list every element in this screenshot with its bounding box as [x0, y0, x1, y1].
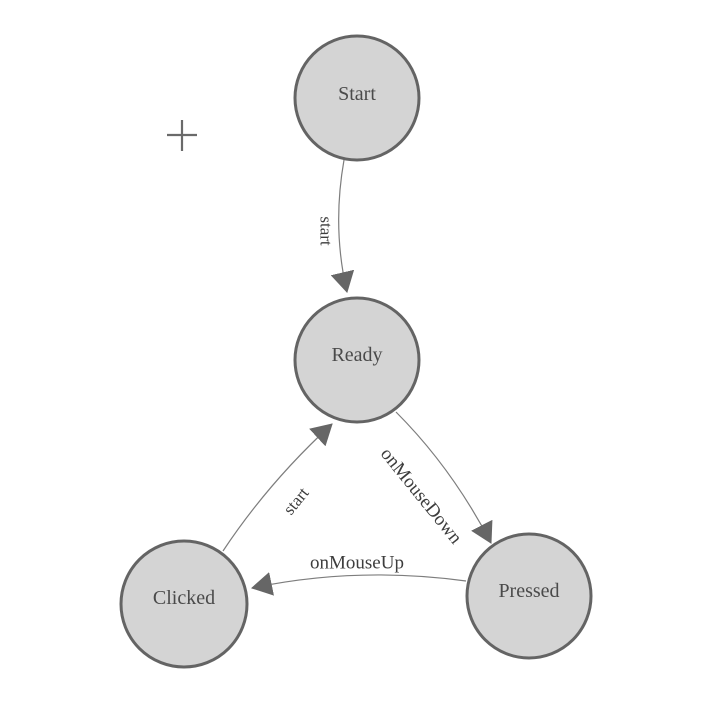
transition-ready-to-pressed[interactable]: onMouseDown	[376, 411, 493, 549]
transition-label-start-2: start	[279, 483, 312, 518]
plus-crosshair-icon	[167, 120, 197, 151]
transition-clicked-to-ready[interactable]: start	[222, 423, 333, 552]
transition-label-onmousedown: onMouseDown	[376, 444, 466, 549]
state-node-start[interactable]: Start	[293, 34, 421, 162]
transition-pressed-to-clicked[interactable]: onMouseUp	[251, 553, 467, 596]
state-node-ready[interactable]: Ready	[293, 296, 421, 424]
transition-label-onmouseup: onMouseUp	[310, 553, 404, 574]
transition-label-start-1: start	[317, 216, 336, 246]
transition-start-to-ready[interactable]: start	[317, 159, 355, 293]
state-node-clicked[interactable]: Clicked	[119, 539, 249, 669]
state-node-pressed[interactable]: Pressed	[465, 532, 593, 660]
